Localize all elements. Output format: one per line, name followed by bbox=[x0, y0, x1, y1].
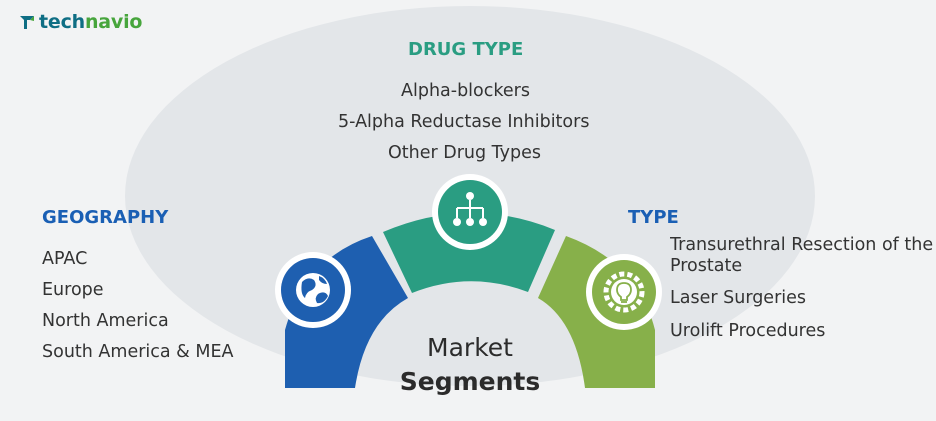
geography-item: Europe bbox=[42, 280, 104, 300]
type-heading: TYPE bbox=[628, 207, 679, 228]
drug-type-badge bbox=[432, 174, 508, 250]
type-item: Urolift Procedures bbox=[670, 321, 826, 341]
geography-badge bbox=[275, 252, 351, 328]
globe-icon bbox=[296, 273, 330, 307]
type-badge bbox=[586, 254, 662, 330]
drug-type-item: Alpha-blockers bbox=[401, 81, 530, 101]
geography-item: North America bbox=[42, 311, 169, 331]
drug-type-item: Other Drug Types bbox=[388, 143, 541, 163]
drug-type-heading: DRUG TYPE bbox=[408, 39, 524, 60]
drug-type-item: 5-Alpha Reductase Inhibitors bbox=[338, 112, 590, 132]
logo-text-navio: navio bbox=[84, 11, 143, 33]
type-item: Transurethral Resection of the bbox=[670, 235, 934, 255]
logo-text-tech: tech bbox=[39, 11, 85, 33]
hierarchy-icon bbox=[453, 192, 487, 226]
lightbulb-gear-icon bbox=[603, 271, 645, 313]
geography-item: APAC bbox=[42, 249, 88, 269]
drug-type-arc-segment bbox=[383, 212, 555, 293]
technavio-leaf-icon bbox=[20, 16, 34, 29]
center-title-line2: Segments bbox=[399, 367, 541, 396]
geography-item: South America & MEA bbox=[42, 342, 234, 362]
type-item: Prostate bbox=[670, 256, 743, 276]
geography-heading: GEOGRAPHY bbox=[42, 207, 169, 228]
center-title-line1: Market bbox=[427, 333, 513, 362]
type-item: Laser Surgeries bbox=[670, 288, 807, 308]
